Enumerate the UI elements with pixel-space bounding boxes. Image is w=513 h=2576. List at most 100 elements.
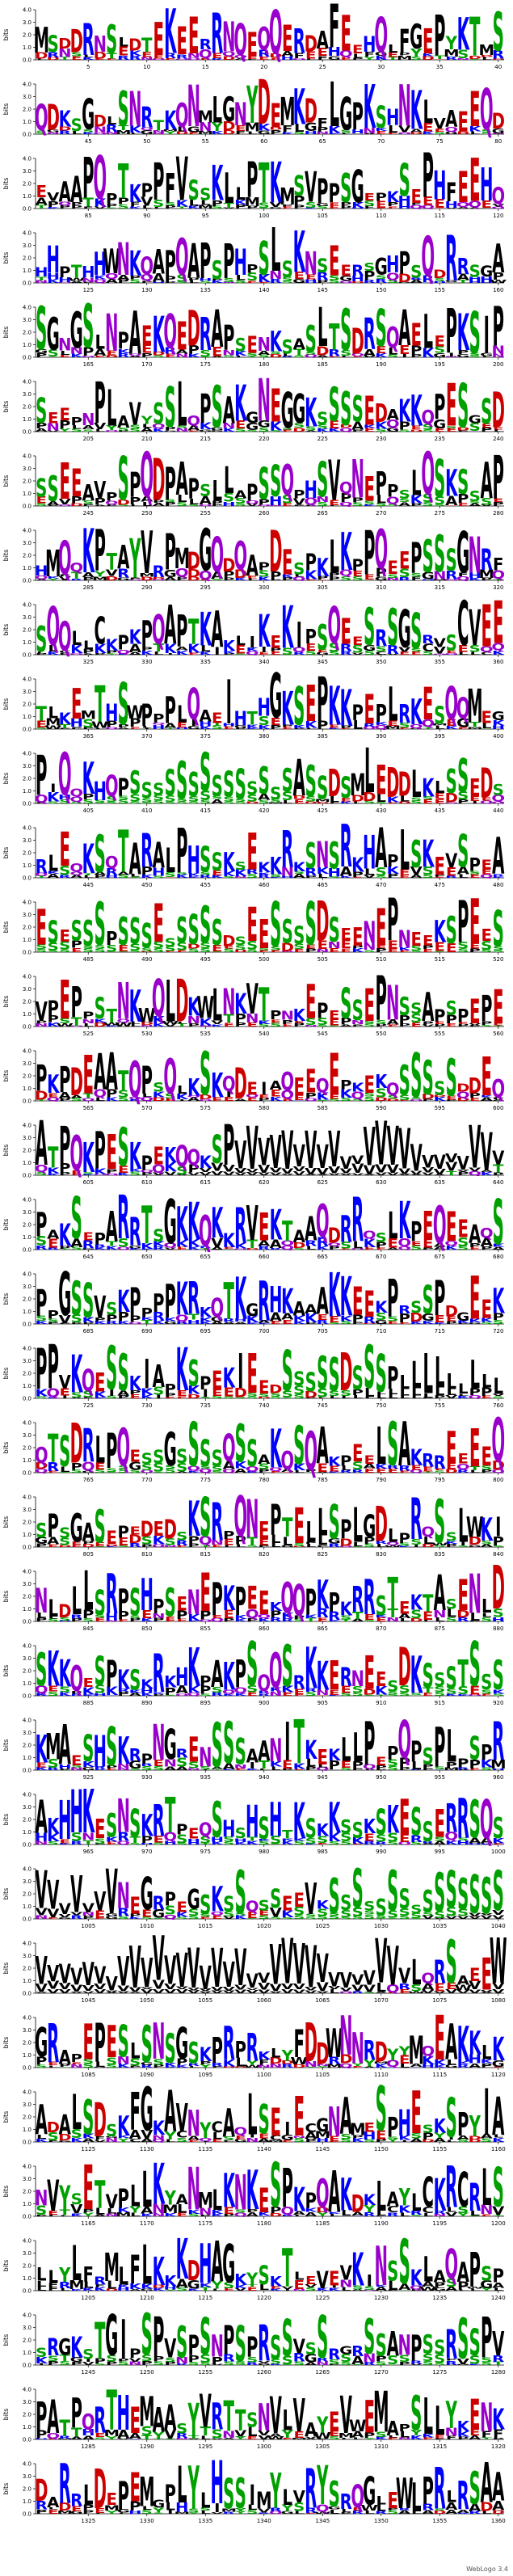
logo-letter: S <box>387 598 398 657</box>
logo-letter: K <box>305 208 318 209</box>
logo-letter: E <box>141 51 152 59</box>
logo-letter: P <box>235 2036 246 2064</box>
logo-letter: K <box>129 49 143 57</box>
logo-letter: Y <box>199 2118 212 2144</box>
logo-letter: E <box>423 21 433 61</box>
logo-letter: R <box>258 48 271 59</box>
logo-letter: T <box>118 124 130 132</box>
x-tick-label: 595 <box>435 1105 445 1111</box>
logo-letter: S <box>246 1629 258 1700</box>
logo-letter: D <box>175 131 189 135</box>
x-tick-label: 495 <box>200 956 211 963</box>
logo-letter: I <box>120 2308 126 2372</box>
logo-letter: P <box>259 560 270 573</box>
logo-letter: L <box>388 678 398 732</box>
logo-letter: Q <box>69 561 83 576</box>
logo-letter: G <box>47 129 60 133</box>
y-tick-label: 4.0 <box>23 974 32 980</box>
y-tick-label: 0.0 <box>23 280 32 287</box>
logo-letter: R <box>36 857 48 879</box>
logo-letter: L <box>376 2173 386 2221</box>
y-axis-label: bits <box>2 252 10 264</box>
logo-letter: S <box>282 914 293 951</box>
logo-letter: G <box>351 161 364 213</box>
logo-letter: Q <box>363 1229 376 1242</box>
y-tick-label: 2.0 <box>23 2040 32 2047</box>
logo-letter: H <box>398 204 411 210</box>
logo-letter: V <box>70 1963 82 1991</box>
logo-letter: L <box>212 980 222 1031</box>
logo-letter: K <box>223 1579 236 1619</box>
x-tick-label: 525 <box>83 1031 94 1037</box>
logo-letter: P <box>446 296 457 367</box>
logo-letter: T <box>177 206 188 209</box>
logo-letter: A <box>176 453 188 505</box>
logo-letter: P <box>165 1381 176 1397</box>
logo-letter: S <box>36 130 47 133</box>
logo-letter: S <box>481 391 492 432</box>
logo-letter: S <box>399 1884 410 1916</box>
logo-letter: L <box>305 1516 316 1549</box>
x-tick-label: 680 <box>493 1254 503 1260</box>
logo-letter: E <box>493 590 503 657</box>
logo-letter: S <box>387 1678 398 1695</box>
logo-letter: Q <box>269 1644 283 1700</box>
y-tick-label: 4.0 <box>23 2015 32 2022</box>
logo-letter: L <box>399 818 410 883</box>
logo-letter: N <box>187 74 200 141</box>
logo-letter: K <box>94 196 107 209</box>
x-tick-label: 40 <box>494 64 502 70</box>
logo-letter: S <box>129 765 141 803</box>
logo-letter: R <box>106 1562 118 1626</box>
logo-letter: V <box>141 1950 153 1996</box>
x-tick-label: 1150 <box>374 2146 389 2152</box>
logo-letter: V <box>270 1933 282 1997</box>
logo-letter: P <box>387 1270 398 1330</box>
logo-letter: E <box>364 470 375 509</box>
logo-letter: L <box>364 736 375 807</box>
logo-letter: E <box>435 2003 445 2075</box>
logo-letter: R <box>281 820 293 879</box>
logo-letter: Q <box>491 206 505 209</box>
logo-letter: S <box>305 200 317 209</box>
x-tick-label: 305 <box>317 584 328 591</box>
logo-letter: A <box>153 1360 165 1395</box>
logo-letter: S <box>469 1865 481 1926</box>
logo-letter: E <box>188 1730 199 1770</box>
y-tick-label: 3.0 <box>23 614 32 621</box>
y-tick-label: 3.0 <box>23 2399 32 2405</box>
y-tick-label: 2.0 <box>23 999 32 1006</box>
logo-letter: Q <box>421 2043 435 2059</box>
x-tick-label: 585 <box>317 1105 328 1111</box>
y-tick-label: 3.0 <box>23 1432 32 1439</box>
logo-letter: S <box>399 993 410 1022</box>
logo-letter: C <box>95 610 106 653</box>
logo-letter: K <box>270 326 283 359</box>
logo-letter: G <box>164 1722 177 1769</box>
x-tick-label: 55 <box>202 138 209 145</box>
logo-letter: S <box>352 1817 364 1843</box>
logo-letter: D <box>469 56 481 61</box>
x-tick-label: 635 <box>435 1179 445 1186</box>
logo-letter: S <box>176 752 187 812</box>
y-tick-label: 3.0 <box>23 1284 32 1290</box>
logo-letter: S <box>200 1039 211 1109</box>
logo-letter: D <box>422 56 435 61</box>
logo-letter: P <box>71 2390 82 2438</box>
logo-letter: G <box>246 1300 259 1320</box>
y-tick-label: 0.0 <box>23 355 32 361</box>
logo-letter: G <box>222 90 235 129</box>
logo-letter: H <box>398 194 411 208</box>
logo-letter: E <box>376 1668 386 1692</box>
logo-letter: K <box>375 128 388 133</box>
y-tick-label: 0.0 <box>23 801 32 807</box>
logo-letter: E <box>259 1516 269 1544</box>
logo-letter: N <box>222 14 235 61</box>
logo-letter: M <box>33 20 49 62</box>
logo-letter: K <box>340 523 353 583</box>
x-tick-label: 1160 <box>491 2146 506 2152</box>
logo-letter: P <box>340 1077 351 1093</box>
logo-letter: R <box>375 625 387 652</box>
logo-letter: K <box>340 679 353 738</box>
